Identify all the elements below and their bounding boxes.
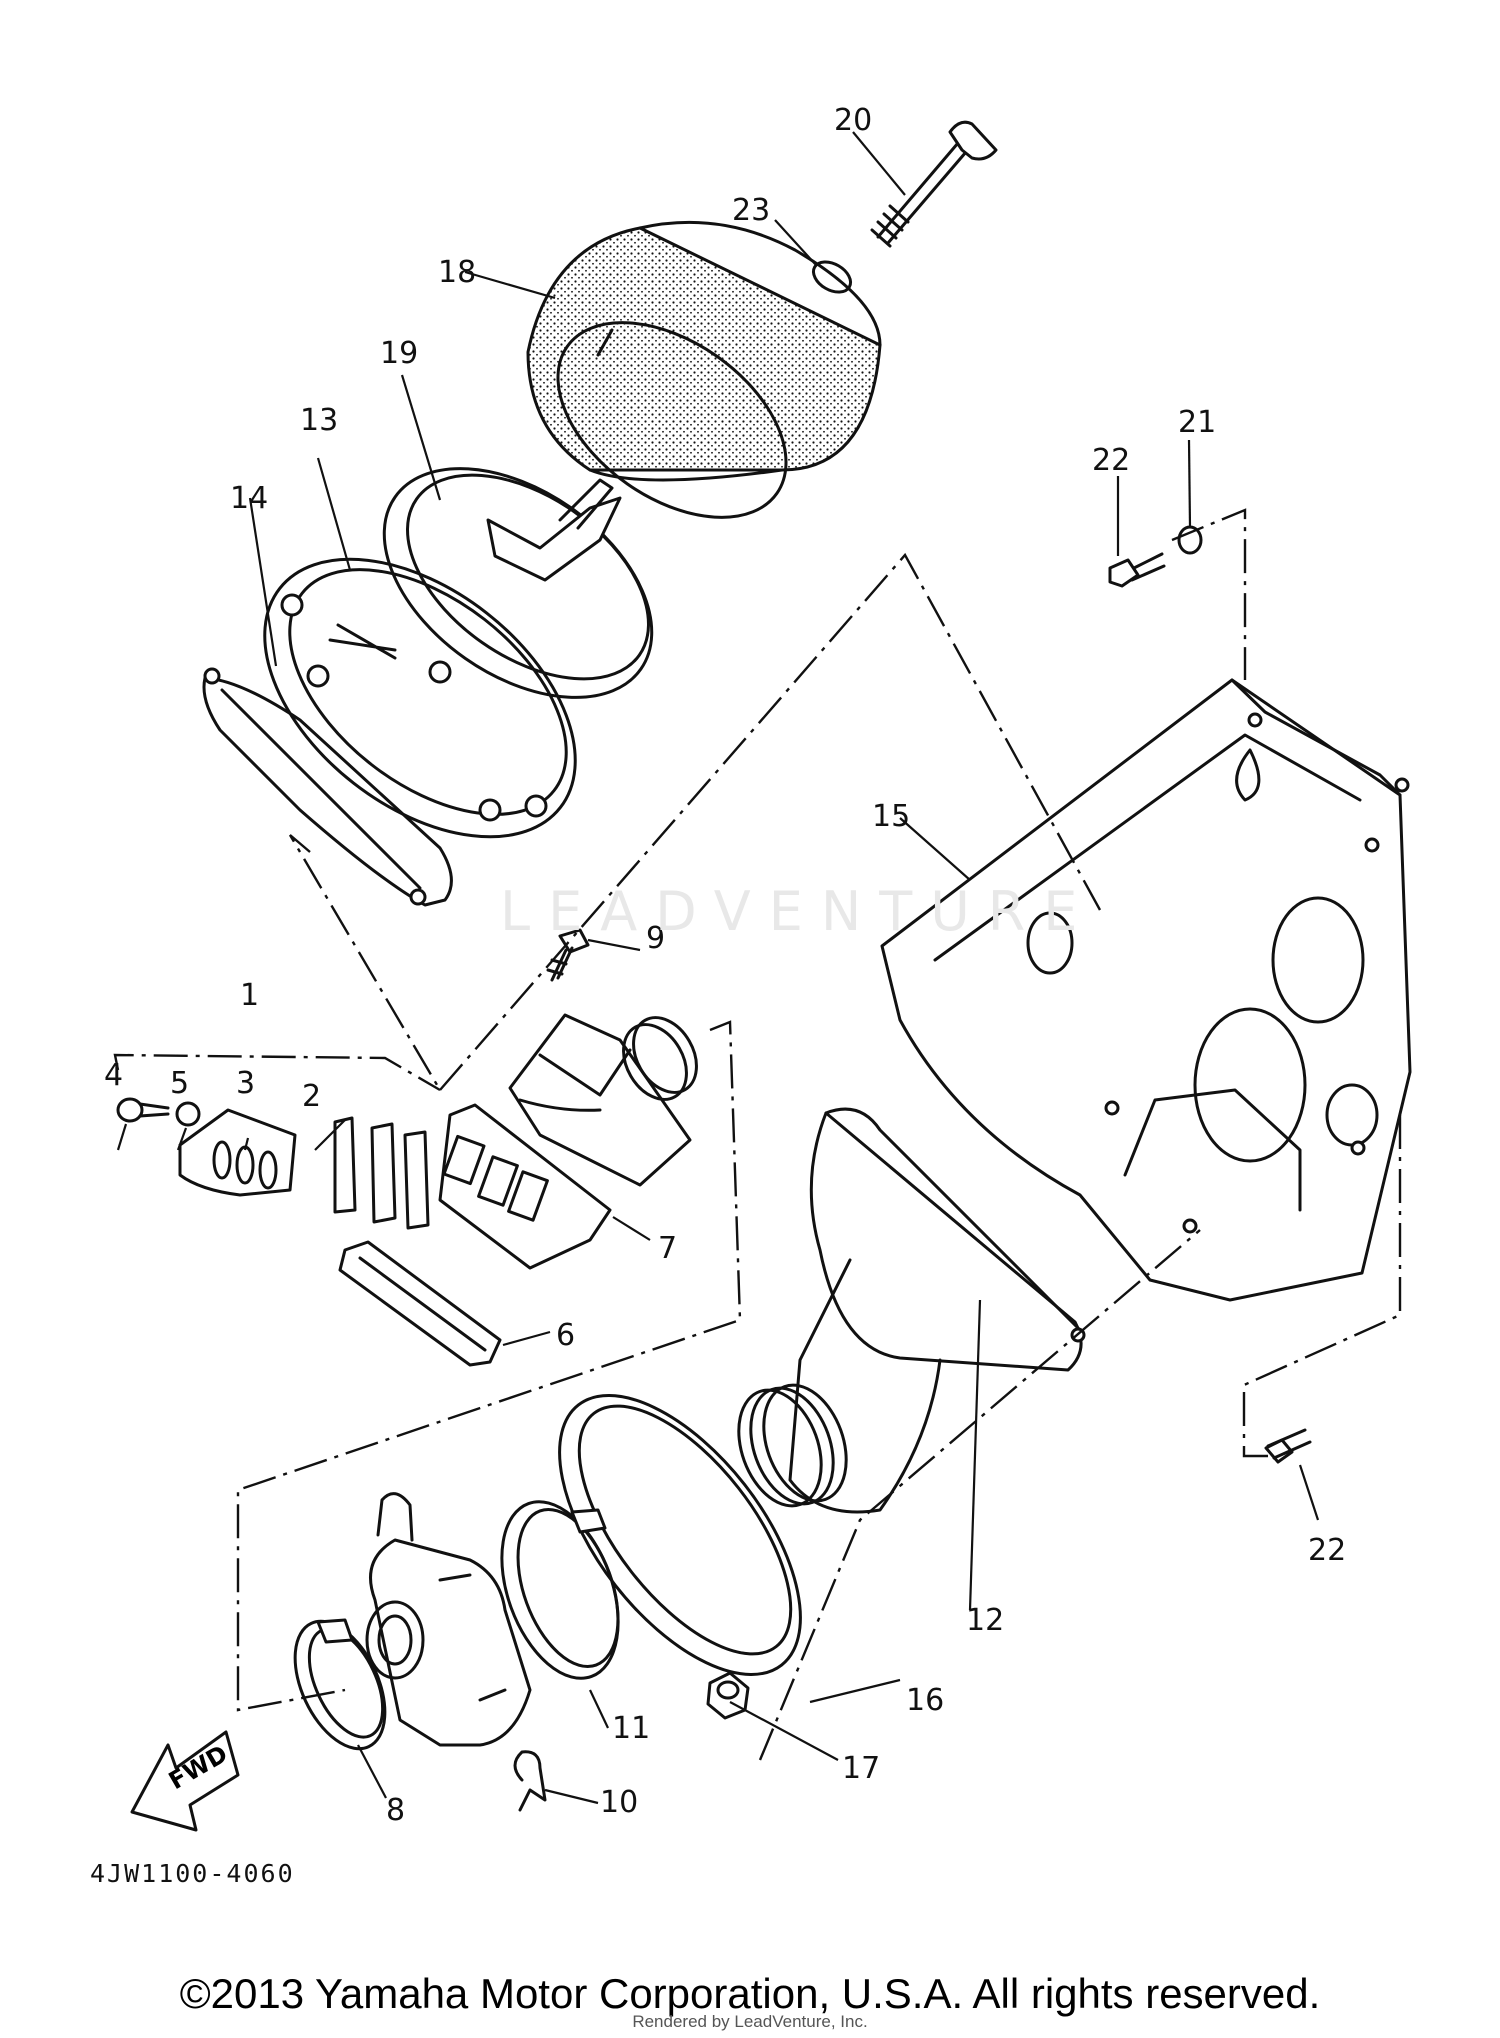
- copyright-notice: ©2013 Yamaha Motor Corporation, U.S.A. A…: [179, 1970, 1321, 2017]
- part-5-washer: [175, 1101, 201, 1127]
- part-7-joint-carburetor: [508, 1013, 698, 1187]
- render-credit: Rendered by LeadVenture, Inc.: [632, 2012, 868, 2031]
- part-4-screw: [116, 1097, 170, 1123]
- part-14-plate: [202, 667, 453, 907]
- part-2-reed-petals: [333, 1116, 430, 1230]
- part-6-gasket: [338, 1240, 502, 1367]
- part-22-bolt-upper: [1108, 552, 1166, 588]
- callout-2: 2: [302, 1079, 321, 1114]
- fwd-arrow: FWD: [130, 1730, 240, 1832]
- leader-lines: [116, 131, 1320, 1805]
- callout-11: 11: [612, 1711, 650, 1746]
- callout-7: 7: [658, 1231, 677, 1266]
- callout-20: 20: [834, 103, 872, 138]
- callout-23: 23: [732, 193, 770, 228]
- assembly-lines: [113, 508, 1402, 1761]
- watermark: LEADVENTURE: [500, 880, 1096, 943]
- part-15-air-filter-case: [880, 678, 1412, 1302]
- callout-13: 13: [300, 403, 338, 438]
- callout-22-lower: 22: [1308, 1533, 1346, 1568]
- part-20-wing-bolt: [870, 120, 998, 248]
- part-9-bolt: [546, 928, 590, 982]
- callout-5: 5: [170, 1066, 189, 1101]
- diagram-code: 4JW1100-4060: [90, 1859, 295, 1888]
- part-17-nut: [706, 1671, 750, 1720]
- callout-14: 14: [230, 481, 268, 516]
- callout-18: 18: [438, 255, 476, 290]
- callout-6: 6: [556, 1318, 575, 1353]
- part-18-air-filter-element: [526, 220, 882, 519]
- callout-12: 12: [966, 1603, 1004, 1638]
- part-1-reed-valve-assembly: [438, 1103, 612, 1270]
- part-3-reed-stopper: [178, 1108, 297, 1197]
- callout-22-upper: 22: [1092, 443, 1130, 478]
- callout-4: 4: [104, 1058, 123, 1093]
- callout-19: 19: [380, 336, 418, 371]
- part-19-filter-guide: [382, 467, 654, 699]
- callout-8: 8: [386, 1793, 405, 1828]
- part-22-bolt-lower: [1264, 1428, 1312, 1464]
- part-8-clamp: [293, 1618, 387, 1751]
- callout-10: 10: [600, 1785, 638, 1820]
- callout-9: 9: [646, 921, 665, 956]
- callout-16: 16: [906, 1683, 944, 1718]
- part-16-joint-gasket: [558, 1394, 802, 1676]
- part-10-clip: [513, 1750, 547, 1812]
- part-21-washer: [1177, 525, 1203, 555]
- part-13-joint-air-cleaner: [263, 557, 577, 839]
- callout-21: 21: [1178, 405, 1216, 440]
- callout-17: 17: [842, 1751, 880, 1786]
- part-12-air-cleaner-joint: [737, 1107, 1086, 1514]
- callout-1: 1: [240, 978, 259, 1013]
- part-11-clamp: [500, 1500, 620, 1680]
- callout-15: 15: [872, 799, 910, 834]
- carburetor-body: [365, 1492, 532, 1747]
- callout-3: 3: [236, 1066, 255, 1101]
